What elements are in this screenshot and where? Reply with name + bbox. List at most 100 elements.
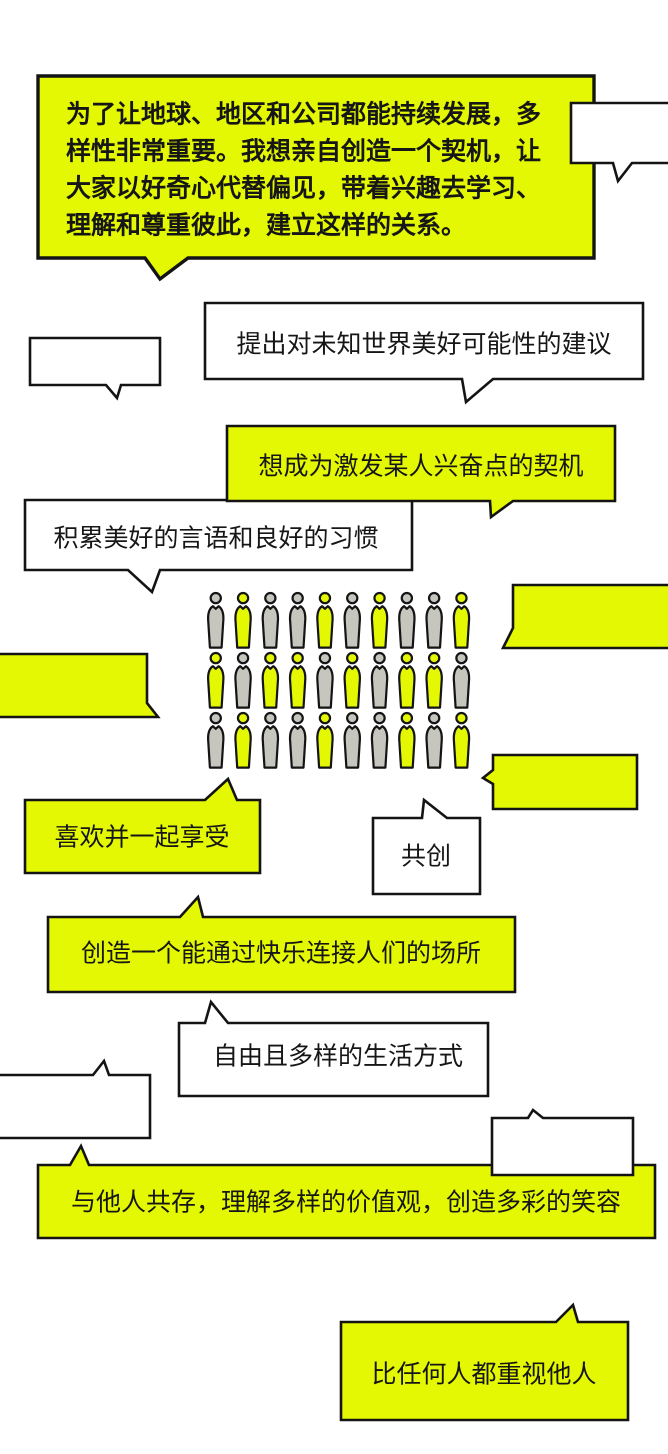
speech-bubble-cocreate <box>371 797 482 896</box>
person-body <box>425 605 443 649</box>
person-body <box>288 665 307 709</box>
speech-bubble-spark <box>225 424 617 520</box>
person-head <box>455 651 468 665</box>
person-body <box>234 665 252 709</box>
person-body <box>206 605 225 649</box>
speech-bubble-suggest <box>203 301 645 405</box>
person-body <box>261 605 280 649</box>
person-icon <box>370 711 389 769</box>
person-icon <box>370 651 389 709</box>
person-body <box>206 725 225 769</box>
person-body <box>343 605 362 649</box>
person-head <box>427 591 441 605</box>
person-icon <box>206 591 225 649</box>
person-icon <box>261 651 280 709</box>
lifestyle-text: 自由且多样的生活方式 <box>213 1042 463 1071</box>
speech-bubble-empty-left <box>0 652 161 719</box>
person-icon <box>452 591 471 649</box>
main-bubble-line1: 为了让地球、地区和公司都能持续发展，多 <box>66 100 541 129</box>
person-icon <box>234 651 252 709</box>
person-body <box>234 605 252 649</box>
person-head <box>264 591 277 605</box>
speech-bubble-empty-right-1 <box>500 583 668 650</box>
person-body <box>398 665 416 709</box>
person-head <box>291 591 304 605</box>
person-head <box>400 591 414 605</box>
person-icon <box>343 711 362 769</box>
person-icon <box>316 711 334 769</box>
place-text: 创造一个能通过快乐连接人们的场所 <box>81 939 481 968</box>
person-body <box>425 725 443 769</box>
cocreate-text: 共创 <box>401 842 451 871</box>
person-icon <box>452 711 471 769</box>
person-head <box>236 651 250 665</box>
person-body <box>398 725 416 769</box>
person-head <box>291 711 304 725</box>
speech-bubble-place <box>46 894 517 994</box>
person-icon <box>398 651 416 709</box>
person-head <box>373 711 386 725</box>
person-body <box>288 605 307 649</box>
enjoy-text: 喜欢并一起享受 <box>54 823 229 852</box>
person-head <box>209 591 222 605</box>
person-body <box>234 725 252 769</box>
person-head <box>209 651 222 665</box>
speech-bubble-empty-right-2 <box>480 753 639 811</box>
person-body <box>288 725 307 769</box>
speech-bubble-empty-small-left <box>28 336 162 401</box>
person-icon <box>316 651 334 709</box>
speech-bubble-accumulate <box>23 498 414 595</box>
person-body <box>370 665 389 709</box>
people-grid <box>206 591 471 769</box>
person-body <box>343 725 362 769</box>
person-icon <box>234 711 252 769</box>
person-head <box>400 651 414 665</box>
person-head <box>236 591 250 605</box>
person-head <box>264 651 277 665</box>
speech-bubble-lifestyle <box>177 999 490 1098</box>
person-head <box>318 711 332 725</box>
person-body <box>425 665 443 709</box>
person-head <box>455 711 468 725</box>
person-icon <box>288 711 307 769</box>
accumulate-text: 积累美好的言语和良好的习惯 <box>53 524 378 553</box>
person-icon <box>343 651 362 709</box>
person-icon <box>343 591 362 649</box>
person-head <box>373 651 386 665</box>
main-bubble-line3: 大家以好奇心代替偏见，带着兴趣去学习、 <box>66 174 541 203</box>
person-head <box>346 591 359 605</box>
person-icon <box>234 591 252 649</box>
person-icon <box>206 651 225 709</box>
person-body <box>452 725 471 769</box>
person-icon <box>261 711 280 769</box>
person-icon <box>452 651 471 709</box>
person-head <box>236 711 250 725</box>
person-head <box>209 711 222 725</box>
person-icon <box>398 591 416 649</box>
person-body <box>206 665 225 709</box>
person-icon <box>206 711 225 769</box>
person-icon <box>370 591 389 649</box>
person-body <box>370 725 389 769</box>
main-bubble-line2: 样性非常重要。我想亲自创造一个契机，让 <box>66 137 541 166</box>
main-bubble-line4: 理解和尊重彼此，建立这样的关系。 <box>66 211 466 240</box>
speech-bubble-empty-top-right <box>569 101 668 184</box>
person-icon <box>425 711 443 769</box>
person-icon <box>398 711 416 769</box>
person-body <box>261 665 280 709</box>
person-head <box>373 591 386 605</box>
suggest-text: 提出对未知世界美好可能性的建议 <box>236 330 611 359</box>
person-head <box>318 651 332 665</box>
person-body <box>398 605 416 649</box>
value-others-text: 比任何人都重视他人 <box>371 1360 596 1389</box>
person-icon <box>425 651 443 709</box>
person-body <box>316 665 334 709</box>
person-body <box>370 605 389 649</box>
person-head <box>346 651 359 665</box>
person-head <box>318 591 332 605</box>
person-head <box>400 711 414 725</box>
spark-text: 想成为激发某人兴奋点的契机 <box>258 452 583 481</box>
coexist-text: 与他人共存，理解多样的价值观，创造多彩的笑容 <box>71 1188 621 1217</box>
person-icon <box>425 591 443 649</box>
